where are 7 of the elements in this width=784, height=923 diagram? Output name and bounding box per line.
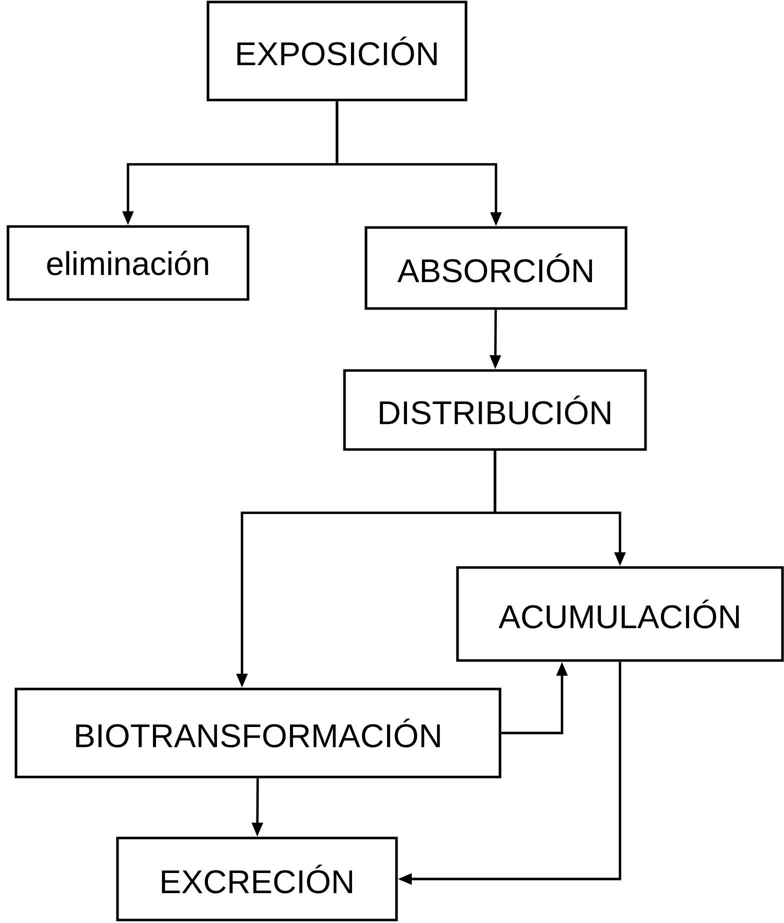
process-box: eliminación xyxy=(6,225,250,301)
process-box: EXCRECIÓN xyxy=(116,836,398,922)
process-box: EXPOSICIÓN xyxy=(206,0,468,102)
process-box: BIOTRANSFORMACIÓN xyxy=(14,688,502,778)
process-box: DISTRIBUCIÓN xyxy=(343,369,647,451)
process-box: ABSORCIÓN xyxy=(364,226,628,310)
process-box: ACUMULACIÓN xyxy=(456,566,784,662)
